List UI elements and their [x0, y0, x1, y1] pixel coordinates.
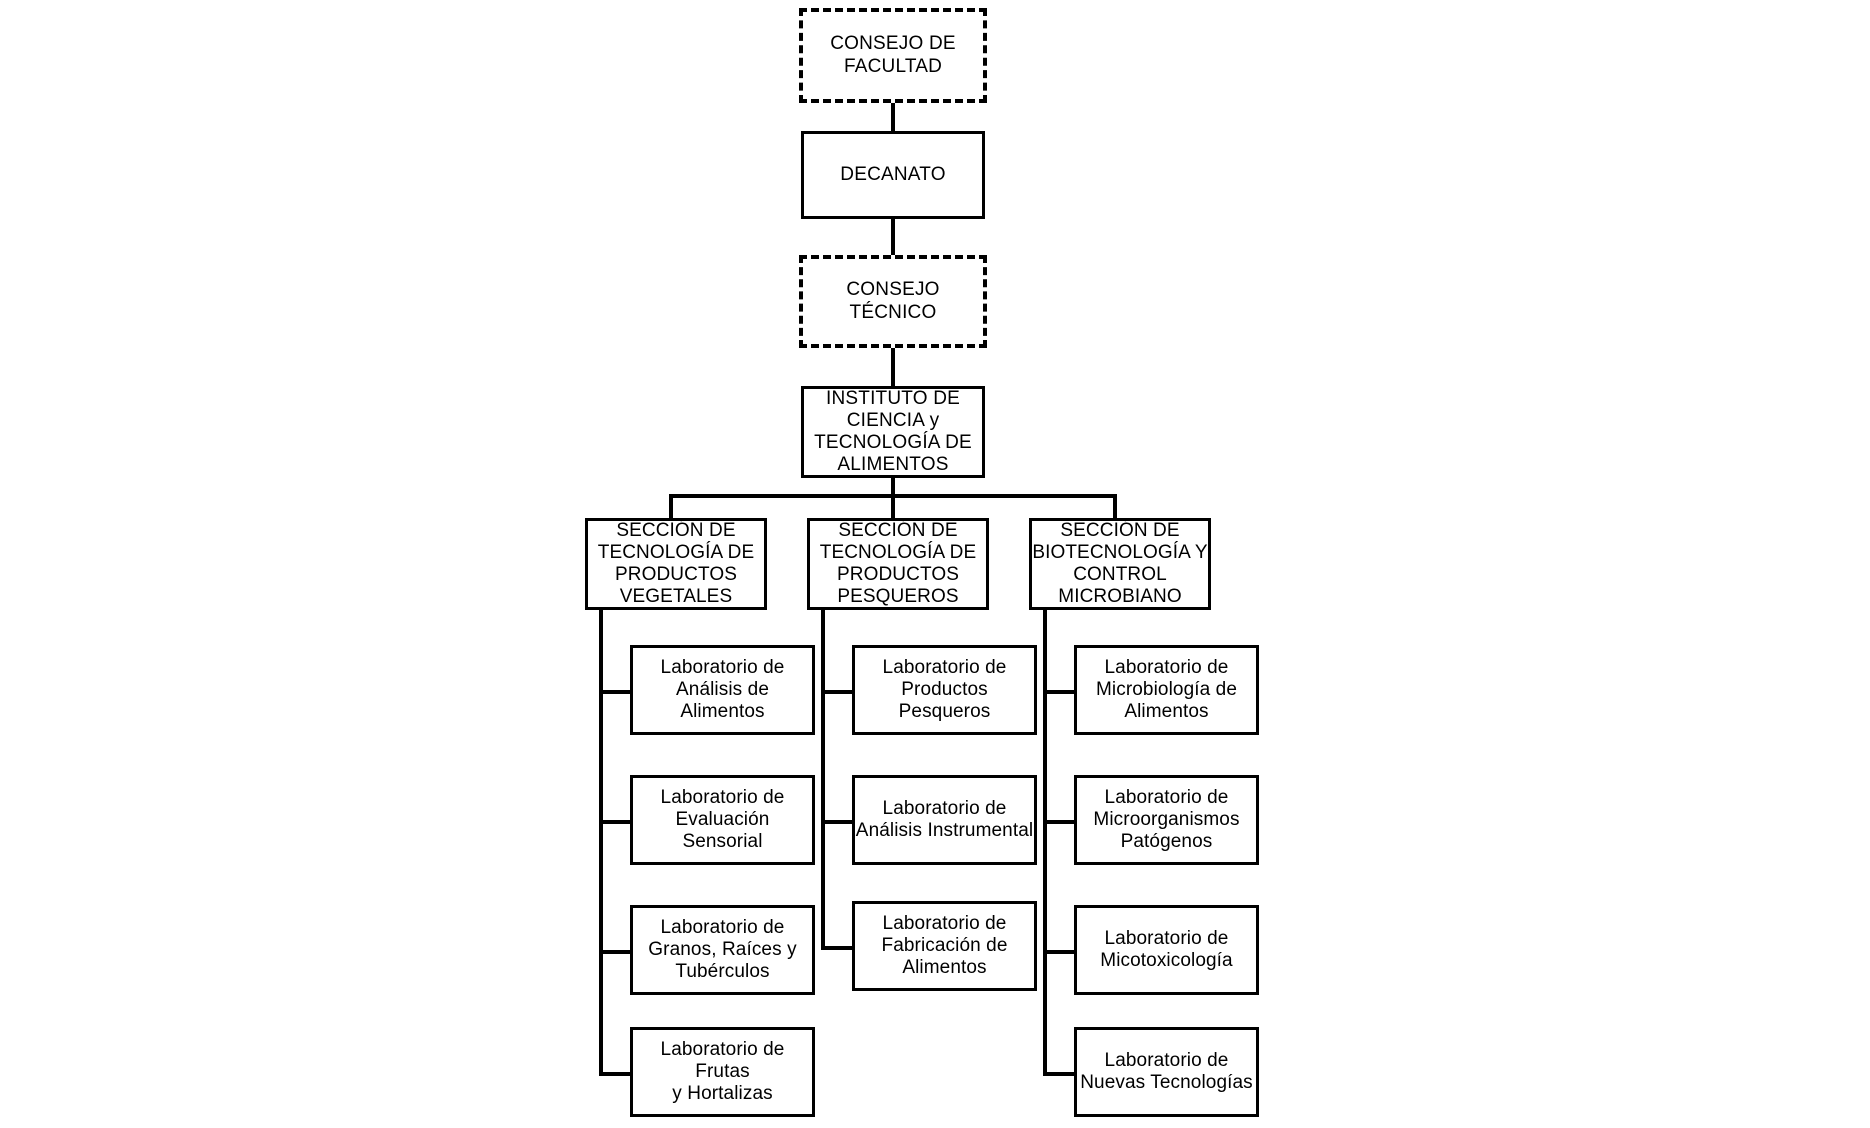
stub-section-1-lab-2: [599, 820, 631, 824]
node-lab-fabricacion-de-alimentos[interactable]: Laboratorio de Fabricación de Alimentos: [852, 901, 1037, 991]
trunk-section-3: [1043, 608, 1047, 1076]
stub-section-2-lab-2: [821, 820, 853, 824]
node-instituto-label: INSTITUTO DE CIENCIA y TECNOLOGÍA DE ALI…: [814, 387, 972, 476]
stub-section-1-lab-4: [599, 1072, 631, 1076]
stub-section-3-lab-4: [1043, 1072, 1075, 1076]
node-lab-microbiologia-de-alimentos[interactable]: Laboratorio de Microbiología de Alimento…: [1074, 645, 1259, 735]
stub-section-2-lab-3: [821, 946, 853, 950]
connector-facultad-decanato: [891, 103, 895, 133]
node-decanato[interactable]: DECANATO: [801, 131, 985, 219]
node-lab-3-4-label: Laboratorio de Nuevas Tecnologías: [1080, 1049, 1253, 1093]
node-lab-analisis-de-alimentos[interactable]: Laboratorio de Análisis de Alimentos: [630, 645, 815, 735]
node-lab-3-2-label: Laboratorio de Microorganismos Patógenos: [1093, 786, 1240, 853]
node-lab-2-2-label: Laboratorio de Análisis Instrumental: [855, 797, 1034, 841]
connector-instituto-bus: [891, 478, 895, 498]
node-lab-micotoxicologia[interactable]: Laboratorio de Micotoxicología: [1074, 905, 1259, 995]
node-section-3-label: SECCIÓN DE BIOTECNOLOGÍA Y CONTROL MICRO…: [1032, 519, 1208, 608]
connector-bus-to-section-3: [1113, 494, 1117, 518]
node-lab-1-2-label: Laboratorio de Evaluación Sensorial: [660, 786, 785, 853]
node-lab-1-4-label: Laboratorio de Frutas y Hortalizas: [660, 1038, 785, 1105]
stub-section-1-lab-3: [599, 950, 631, 954]
node-consejo-tecnico[interactable]: CONSEJO TÉCNICO: [799, 255, 987, 348]
node-section-tecnologia-productos-vegetales[interactable]: SECCIÓN DE TECNOLOGÍA DE PRODUCTOS VEGET…: [585, 518, 767, 610]
stub-section-2-lab-1: [821, 690, 853, 694]
stub-section-1-lab-1: [599, 690, 631, 694]
connector-decanato-tecnico: [891, 219, 895, 259]
node-lab-microorganismos-patogenos[interactable]: Laboratorio de Microorganismos Patógenos: [1074, 775, 1259, 865]
node-section-biotecnologia-control-microbiano[interactable]: SECCIÓN DE BIOTECNOLOGÍA Y CONTROL MICRO…: [1029, 518, 1211, 610]
node-lab-granos-raices-tuberculos[interactable]: Laboratorio de Granos, Raíces y Tubércul…: [630, 905, 815, 995]
node-lab-3-3-label: Laboratorio de Micotoxicología: [1100, 927, 1233, 971]
node-lab-2-1-label: Laboratorio de Productos Pesqueros: [882, 656, 1007, 723]
node-lab-3-1-label: Laboratorio de Microbiología de Alimento…: [1095, 656, 1237, 723]
node-lab-1-3-label: Laboratorio de Granos, Raíces y Tubércul…: [648, 916, 797, 983]
node-decanato-label: DECANATO: [840, 163, 946, 185]
connector-bus-to-section-2: [891, 494, 895, 518]
node-section-1-label: SECCIÓN DE TECNOLOGÍA DE PRODUCTOS VEGET…: [597, 519, 755, 608]
node-lab-2-3-label: Laboratorio de Fabricación de Alimentos: [881, 912, 1008, 979]
trunk-section-1: [599, 608, 603, 1076]
node-lab-frutas-y-hortalizas[interactable]: Laboratorio de Frutas y Hortalizas: [630, 1027, 815, 1117]
node-lab-productos-pesqueros[interactable]: Laboratorio de Productos Pesqueros: [852, 645, 1037, 735]
node-lab-evaluacion-sensorial[interactable]: Laboratorio de Evaluación Sensorial: [630, 775, 815, 865]
connector-bus-to-section-1: [669, 494, 673, 518]
node-section-tecnologia-productos-pesqueros[interactable]: SECCIÓN DE TECNOLOGÍA DE PRODUCTOS PESQU…: [807, 518, 989, 610]
node-consejo-de-facultad[interactable]: CONSEJO DE FACULTAD: [799, 8, 987, 103]
node-instituto[interactable]: INSTITUTO DE CIENCIA y TECNOLOGÍA DE ALI…: [801, 386, 985, 478]
stub-section-3-lab-3: [1043, 950, 1075, 954]
trunk-section-2: [821, 608, 825, 950]
connector-tecnico-instituto: [891, 348, 895, 388]
stub-section-3-lab-1: [1043, 690, 1075, 694]
node-lab-nuevas-tecnologias[interactable]: Laboratorio de Nuevas Tecnologías: [1074, 1027, 1259, 1117]
node-lab-analisis-instrumental[interactable]: Laboratorio de Análisis Instrumental: [852, 775, 1037, 865]
node-consejo-tecnico-label: CONSEJO TÉCNICO: [846, 279, 940, 323]
stub-section-3-lab-2: [1043, 820, 1075, 824]
node-section-2-label: SECCIÓN DE TECNOLOGÍA DE PRODUCTOS PESQU…: [819, 519, 977, 608]
node-consejo-de-facultad-label: CONSEJO DE FACULTAD: [830, 33, 956, 77]
node-lab-1-1-label: Laboratorio de Análisis de Alimentos: [660, 656, 785, 723]
